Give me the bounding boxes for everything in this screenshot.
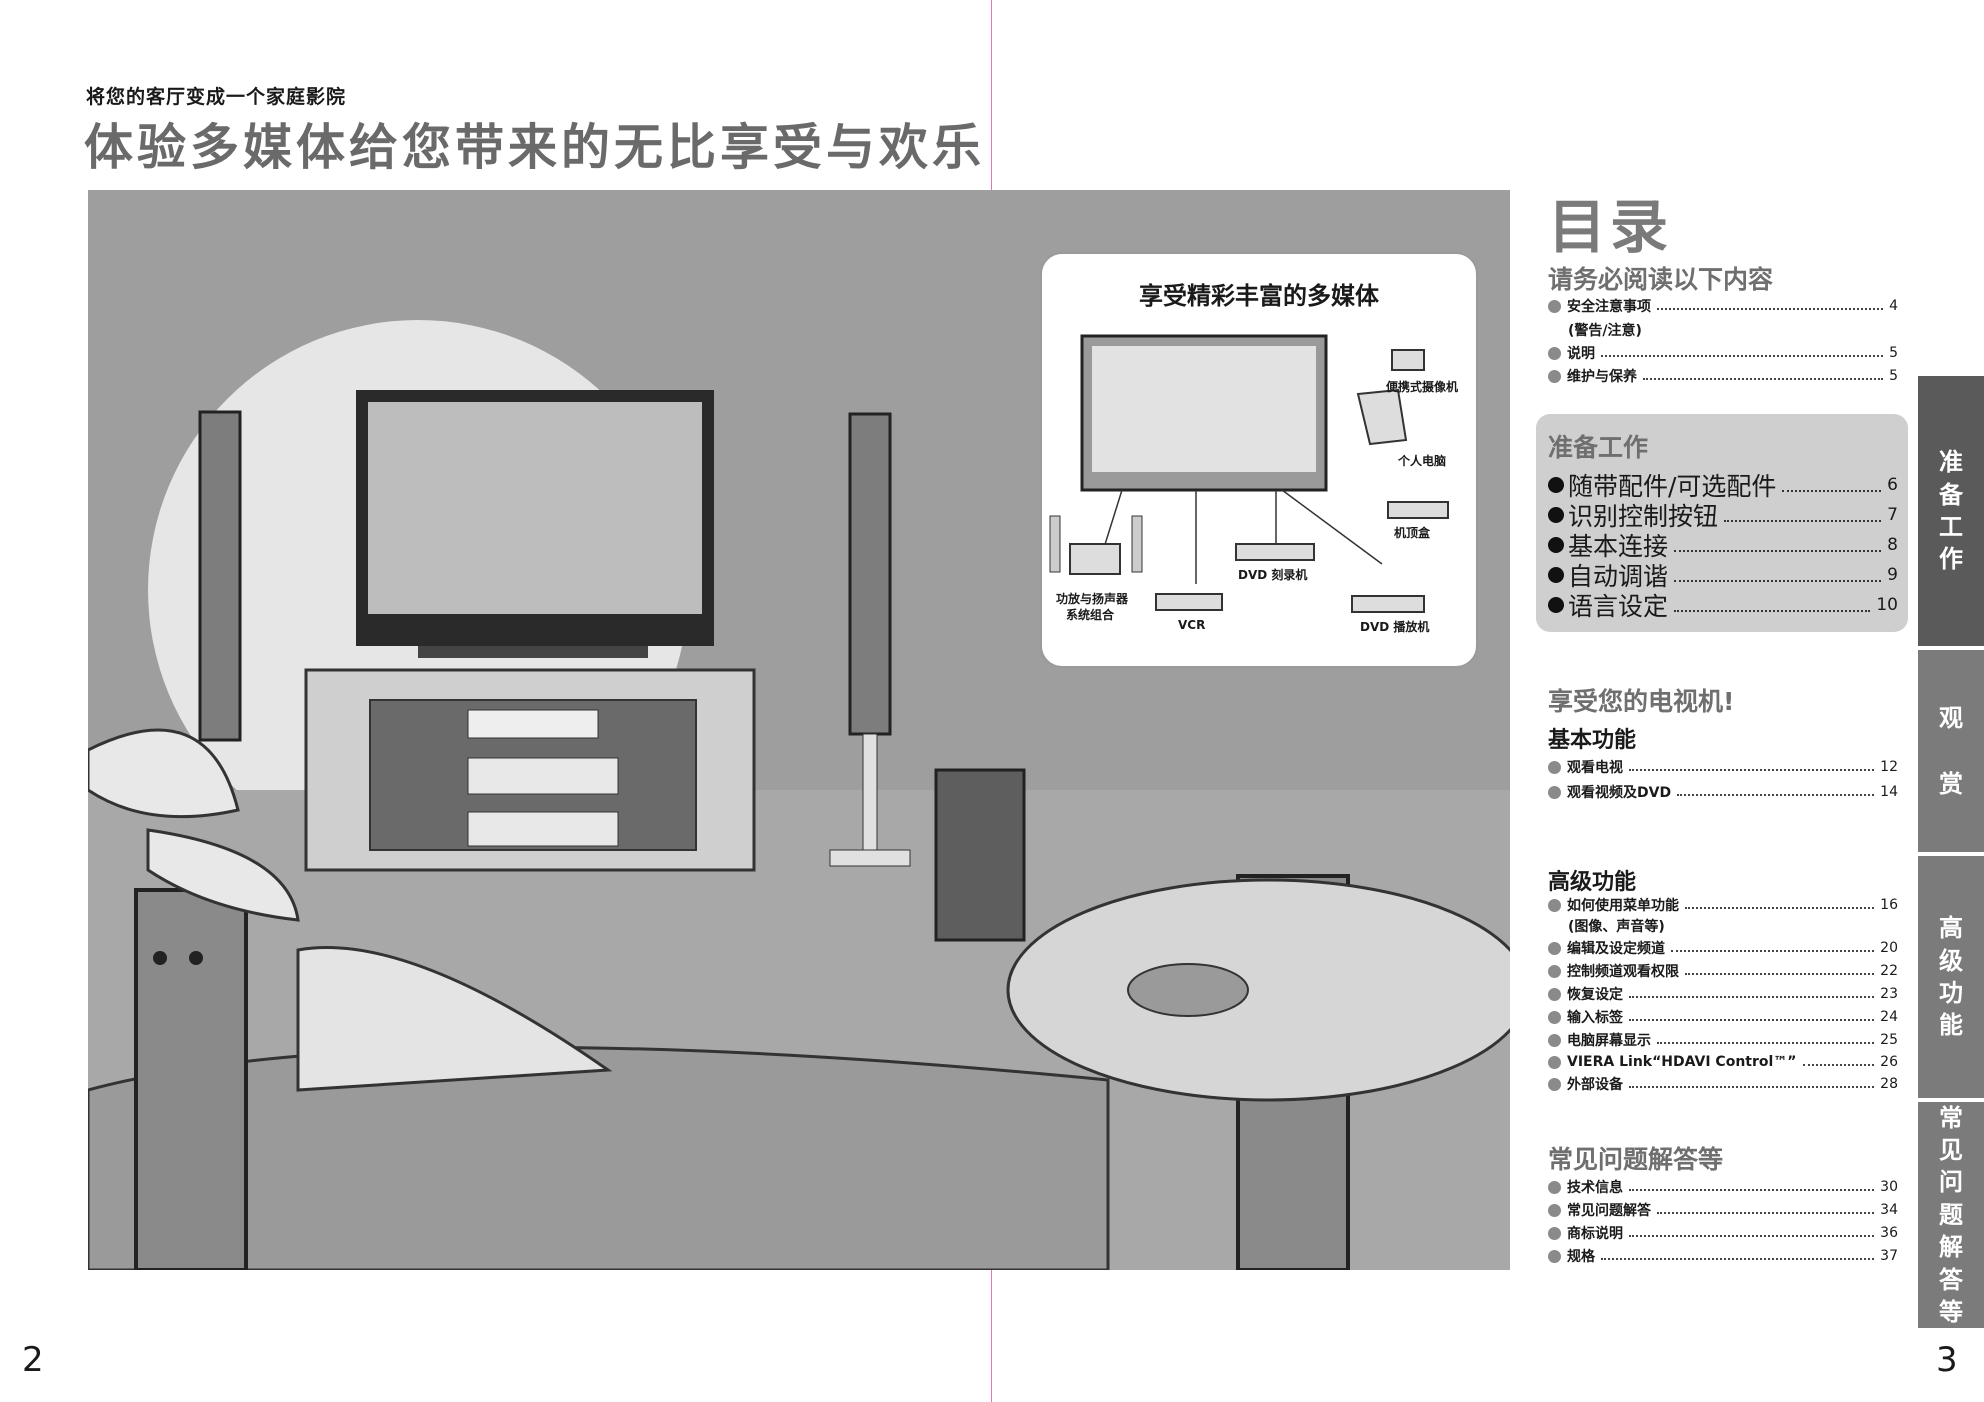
toc-note: (图像、声音等)	[1568, 919, 1665, 935]
bullet-icon	[1548, 1077, 1561, 1091]
right-page-number: 3	[1936, 1340, 1958, 1380]
bullet-icon	[1548, 507, 1564, 523]
toc-heading: 目录	[1548, 193, 1673, 261]
bullet-icon	[1548, 1226, 1561, 1240]
connection-diagram	[1049, 334, 1449, 613]
bullet-icon	[1548, 1180, 1561, 1194]
bullet-icon	[1548, 346, 1561, 360]
multimedia-panel: 享受精彩丰富的多媒体 便携式摄像机 个人电	[1040, 252, 1478, 668]
bullet-icon	[1548, 369, 1561, 383]
bullet-icon	[1548, 987, 1561, 1001]
basic-title: 基本功能	[1548, 728, 1637, 753]
page-subtitle: 将您的客厅变成一个家庭影院	[86, 86, 347, 108]
living-room-illustration: 享受精彩丰富的多媒体 便携式摄像机 个人电	[88, 190, 1510, 1270]
must-read-title: 请务必阅读以下内容	[1548, 265, 1774, 294]
advanced-title: 高级功能	[1548, 870, 1637, 895]
bullet-icon	[1548, 1203, 1561, 1217]
bullet-icon	[1548, 964, 1561, 978]
bullet-icon	[1548, 898, 1561, 912]
bullet-icon	[1548, 299, 1561, 313]
audio-label-line2: 系统组合	[1066, 608, 1115, 622]
multimedia-panel-title: 享受精彩丰富的多媒体	[1139, 282, 1379, 310]
tab-viewing[interactable]: 观赏	[1918, 650, 1984, 852]
dvd-recorder-label: DVD 刻录机	[1238, 568, 1308, 582]
toc-item[interactable]: VIERA Link“HDAVI Control™”26	[1548, 1051, 1898, 1073]
camcorder-label: 便携式摄像机	[1386, 380, 1459, 394]
bullet-icon	[1548, 1033, 1561, 1047]
stb-label: 机顶盒	[1394, 526, 1431, 540]
bullet-icon	[1548, 537, 1564, 553]
bullet-icon	[1548, 1010, 1561, 1024]
page-title: 体验多媒体给您带来的无比享受与欢乐	[84, 119, 986, 176]
tab-prep[interactable]: 准备工作	[1918, 376, 1984, 646]
bullet-icon	[1548, 567, 1564, 583]
enjoy-title: 享受您的电视机!	[1548, 687, 1735, 716]
left-page-number: 2	[22, 1340, 44, 1380]
dvd-player-label: DVD 播放机	[1360, 620, 1430, 634]
faq-title: 常见问题解答等	[1548, 1145, 1724, 1174]
bullet-icon	[1548, 785, 1561, 799]
bullet-icon	[1548, 1055, 1561, 1069]
prep-title: 准备工作	[1548, 433, 1649, 462]
tab-faq[interactable]: 常见问题解答等	[1918, 1102, 1984, 1328]
bullet-icon	[1548, 1249, 1561, 1263]
pc-label: 个人电脑	[1398, 454, 1447, 468]
toc-note: (警告/注意)	[1568, 323, 1642, 339]
vcr-label: VCR	[1178, 618, 1206, 632]
bullet-icon	[1548, 597, 1564, 613]
bullet-icon	[1548, 477, 1564, 493]
bullet-icon	[1548, 941, 1561, 955]
tab-advanced[interactable]: 高级功能	[1918, 856, 1984, 1098]
bullet-icon	[1548, 760, 1561, 774]
audio-label-line1: 功放与扬声器	[1056, 592, 1129, 606]
prep-section-box	[1536, 414, 1908, 632]
